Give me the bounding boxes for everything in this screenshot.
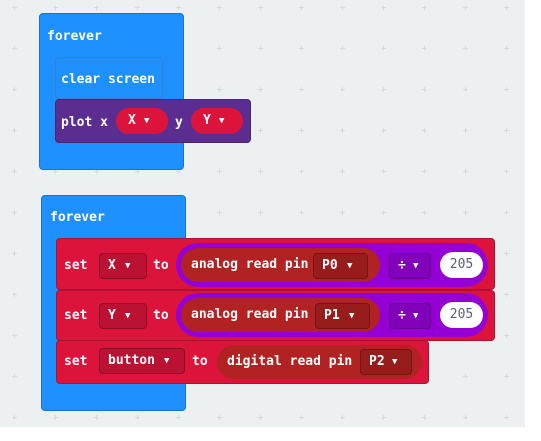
digital-read-pin-label: digital read pin xyxy=(227,354,353,369)
variable-button-value: button xyxy=(108,353,155,368)
chevron-down-icon: ▼ xyxy=(392,357,398,367)
divide-operator-dropdown[interactable]: ÷ ▼ xyxy=(389,303,431,329)
plot-x-label: plot x xyxy=(61,115,108,130)
plot-y-value: Y xyxy=(203,113,211,128)
forever-label: forever xyxy=(47,29,102,44)
chevron-down-icon: ▼ xyxy=(349,311,355,321)
to-label: to xyxy=(153,308,169,323)
variable-y-dropdown[interactable]: Y ▼ xyxy=(99,303,147,329)
analog-read-pin-block[interactable]: analog read pin xyxy=(181,248,380,282)
set-label: set xyxy=(64,258,88,273)
to-label: to xyxy=(192,354,208,369)
divide-operator-dropdown[interactable]: ÷ ▼ xyxy=(389,253,431,279)
chevron-down-icon: ▼ xyxy=(347,261,353,271)
set-label: set xyxy=(64,308,88,323)
clear-screen-label: clear screen xyxy=(61,72,155,87)
chevron-down-icon: ▼ xyxy=(125,261,131,271)
divisor-number-input[interactable]: 205 xyxy=(440,252,483,278)
analog-read-pin-block[interactable]: analog read pin xyxy=(181,298,380,332)
pin-p1-dropdown[interactable]: P1 ▼ xyxy=(315,303,370,329)
variable-y-value: Y xyxy=(108,308,116,323)
plot-y-dropdown[interactable]: Y ▼ xyxy=(191,108,243,134)
plot-y-label: y xyxy=(175,115,183,130)
divisor-number-input[interactable]: 205 xyxy=(440,302,483,328)
set-label: set xyxy=(64,354,88,369)
plot-x-value: X xyxy=(128,113,136,128)
analog-read-pin-label: analog read pin xyxy=(191,307,309,322)
variable-button-dropdown[interactable]: button ▼ xyxy=(99,348,185,374)
analog-read-pin-label: analog read pin xyxy=(191,257,309,272)
pin-p2-value: P2 xyxy=(369,354,385,369)
pin-p1-value: P1 xyxy=(324,308,340,323)
chevron-down-icon: ▼ xyxy=(144,116,150,126)
chevron-down-icon: ▼ xyxy=(413,261,419,271)
plot-x-dropdown[interactable]: X ▼ xyxy=(116,108,168,134)
chevron-down-icon: ▼ xyxy=(413,311,419,321)
digital-read-pin-block[interactable]: digital read pin xyxy=(217,345,422,379)
chevron-down-icon: ▼ xyxy=(219,116,225,126)
chevron-down-icon: ▼ xyxy=(125,311,131,321)
to-label: to xyxy=(153,258,169,273)
variable-x-value: X xyxy=(108,258,116,273)
divide-operator-value: ÷ xyxy=(398,258,406,273)
forever-label: forever xyxy=(50,210,105,225)
divide-operator-value: ÷ xyxy=(398,308,406,323)
vertical-scrollbar[interactable] xyxy=(525,0,541,441)
pin-p2-dropdown[interactable]: P2 ▼ xyxy=(360,349,412,375)
variable-x-dropdown[interactable]: X ▼ xyxy=(99,253,147,279)
pin-p0-value: P0 xyxy=(322,258,338,273)
clear-screen-block[interactable] xyxy=(55,57,163,99)
pin-p0-dropdown[interactable]: P0 ▼ xyxy=(313,253,368,279)
horizontal-scrollbar[interactable] xyxy=(0,427,541,441)
chevron-down-icon: ▼ xyxy=(164,356,170,366)
